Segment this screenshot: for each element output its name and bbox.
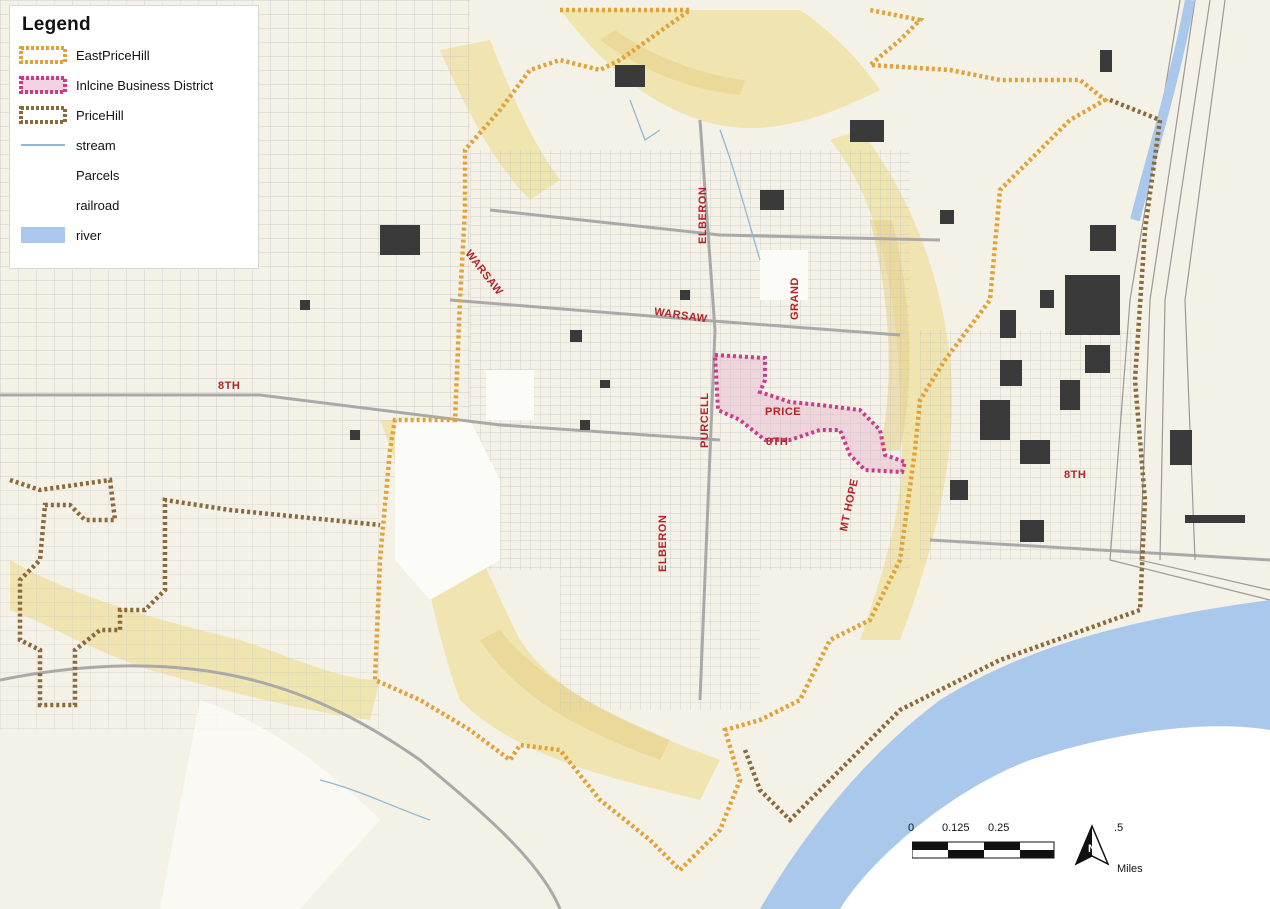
price-hill-boundary bbox=[9, 97, 1163, 824]
streams bbox=[319, 99, 761, 821]
legend-panel: Legend EastPriceHill Inlcine Business Di… bbox=[10, 6, 258, 268]
legend-item-railroad: railroad bbox=[18, 194, 254, 220]
legend-label: river bbox=[76, 228, 102, 243]
legend-label: EastPriceHill bbox=[76, 48, 150, 63]
legend-label: stream bbox=[76, 138, 116, 153]
legend-label: Inlcine Business District bbox=[76, 78, 214, 93]
street-grid-south bbox=[560, 560, 760, 710]
street-label-elberon: ELBERON bbox=[697, 186, 709, 244]
street-grid-southwest bbox=[0, 480, 380, 730]
major-roads bbox=[0, 119, 1270, 909]
legend-symbol-river bbox=[21, 227, 65, 243]
legend-symbol-stream bbox=[21, 144, 65, 146]
legend-title: Legend bbox=[22, 14, 91, 35]
river-sandbar bbox=[840, 726, 1270, 909]
scale-bar-graphic bbox=[912, 841, 1055, 859]
legend-label: railroad bbox=[76, 198, 120, 213]
legend-item-stream: stream bbox=[18, 134, 254, 160]
scale-tick: 0.125 bbox=[942, 822, 970, 834]
street-label-elberon-2: ELBERON bbox=[657, 514, 669, 572]
legend-item-parcels: Parcels bbox=[18, 164, 254, 190]
scale-unit: Miles bbox=[1117, 863, 1143, 875]
legend-symbol-east-price-hill bbox=[19, 46, 67, 64]
north-arrow-icon: N bbox=[1074, 824, 1110, 866]
street-label-grand: GRAND bbox=[789, 277, 801, 320]
open-areas bbox=[160, 250, 808, 909]
legend-label: Parcels bbox=[76, 168, 120, 183]
street-label-price: PRICE bbox=[765, 406, 802, 418]
incline-business-district bbox=[712, 352, 908, 475]
scale-bar: 0 0.125 0.25 .5 N Miles bbox=[898, 818, 1178, 898]
river-tributary bbox=[1130, 0, 1195, 222]
legend-item-incline-business-district: Inlcine Business District bbox=[18, 74, 254, 100]
street-label-8th-east: 8TH bbox=[1064, 469, 1087, 481]
scale-tick: .5 bbox=[1114, 822, 1124, 834]
street-label-8th-west: 8TH bbox=[218, 380, 241, 392]
street-grid-central bbox=[470, 150, 910, 570]
legend-item-river: river bbox=[18, 224, 254, 250]
scale-tick: 0.25 bbox=[988, 822, 1010, 834]
legend-item-price-hill: PriceHill bbox=[18, 104, 254, 130]
street-label-purcell: PURCELL bbox=[699, 392, 711, 448]
street-label-8th-central: 8TH bbox=[766, 436, 789, 448]
buildings bbox=[300, 50, 1245, 542]
legend-symbol-incline-business-district bbox=[19, 76, 67, 94]
scale-tick: 0 bbox=[908, 822, 915, 834]
legend-item-east-price-hill: EastPriceHill bbox=[18, 44, 254, 70]
legend-label: PriceHill bbox=[76, 108, 124, 123]
legend-symbol-price-hill bbox=[19, 106, 67, 124]
svg-text:N: N bbox=[1088, 843, 1096, 855]
east-price-hill-boundary bbox=[372, 7, 1109, 874]
